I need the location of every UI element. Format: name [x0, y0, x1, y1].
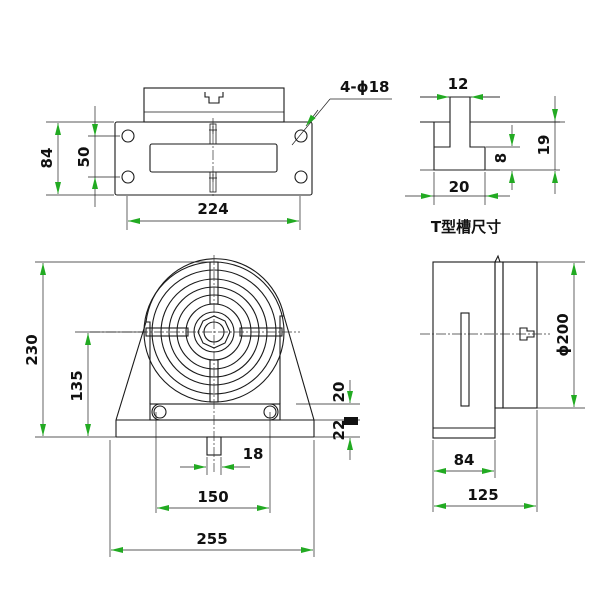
foot-plate — [149, 403, 281, 421]
side-flange — [494, 261, 504, 409]
dim-label-d200: ϕ200 — [554, 313, 572, 356]
t-slot-profile — [420, 96, 560, 171]
dim-label-19: 19 — [535, 135, 553, 156]
left-rib — [115, 321, 151, 421]
mount-hole-4 — [294, 170, 308, 184]
dim-label-22: 22 — [330, 420, 348, 441]
dim-label-20-base: 20 — [330, 382, 348, 403]
dim-label-150: 150 — [197, 488, 228, 506]
dim-label-12: 12 — [448, 75, 469, 93]
front-view: 230 135 20 22 18 150 255 — [23, 255, 360, 557]
top-view-table — [143, 87, 285, 123]
side-body — [432, 261, 496, 439]
top-view: 84 50 224 4-ϕ18 — [38, 78, 392, 230]
side-key — [519, 327, 535, 341]
side-faceplate — [502, 261, 538, 409]
top-view-slot — [149, 143, 278, 173]
foot-slot — [151, 403, 279, 421]
dim-label-255: 255 — [196, 530, 227, 548]
mount-hole-2 — [294, 129, 308, 143]
dim-label-135: 135 — [68, 370, 86, 401]
dim-label-84: 84 — [38, 148, 56, 169]
dim-label-230: 230 — [23, 334, 41, 365]
top-view-key — [204, 92, 224, 104]
dim-label-8: 8 — [492, 153, 510, 163]
mount-hole-1 — [121, 129, 135, 143]
right-rib — [279, 315, 315, 421]
t-slot-title: T型槽尺寸 — [431, 218, 501, 236]
mount-hole-3 — [121, 170, 135, 184]
dim-label-18: 18 — [243, 445, 264, 463]
t-slot-detail: 12 20 8 19 T型槽尺寸 — [405, 75, 565, 236]
dim-label-125: 125 — [467, 486, 498, 504]
dim-label-50: 50 — [75, 147, 93, 168]
dim-label-84-side: 84 — [454, 451, 475, 469]
dim-hatch-22 — [344, 417, 358, 425]
side-view: ϕ200 84 125 — [420, 254, 585, 512]
top-view-base — [114, 121, 313, 196]
dim-label-holes: 4-ϕ18 — [340, 78, 389, 96]
dim-label-20-slot: 20 — [449, 178, 470, 196]
dim-label-224: 224 — [197, 200, 228, 218]
side-slot — [460, 312, 470, 407]
